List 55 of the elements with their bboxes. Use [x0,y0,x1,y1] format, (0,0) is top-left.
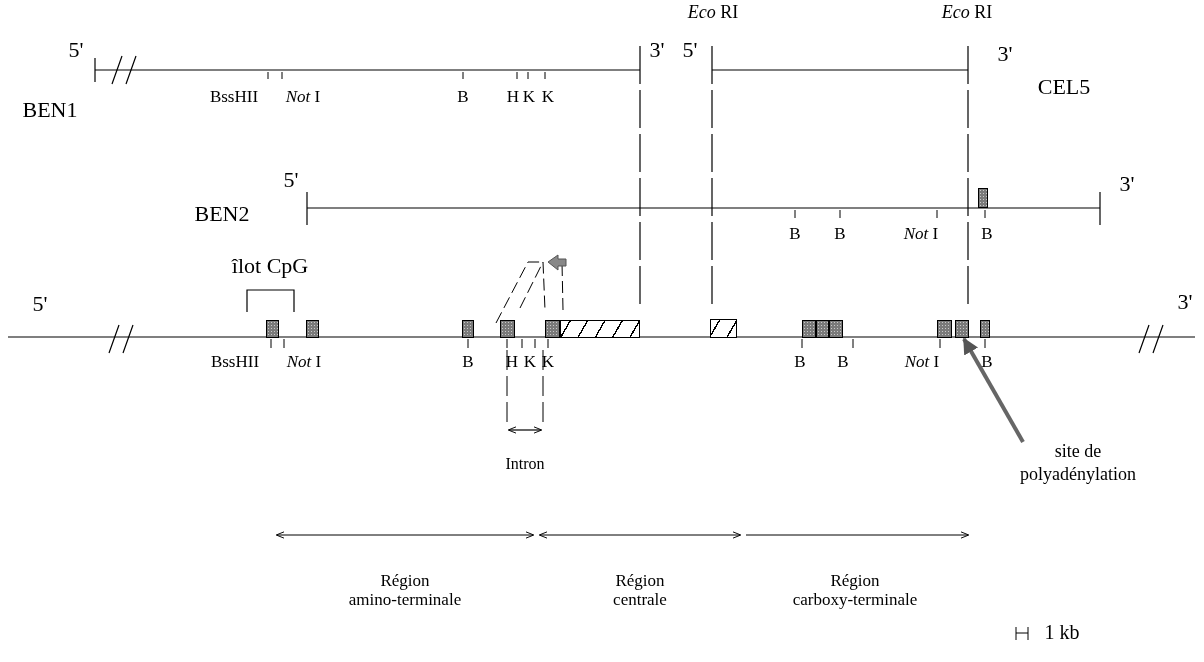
exon-box [816,320,829,338]
hatched-region-box [710,319,737,338]
label: K [522,88,536,107]
label: 5' [68,38,84,63]
label: Intron [505,455,545,473]
label: K [541,353,555,372]
label: H [505,353,519,372]
exon-box [955,320,969,338]
exon-box [306,320,319,338]
label: B [981,225,993,244]
label: BssHII [210,353,260,372]
label: Not I [904,353,940,372]
label: Not I [285,88,321,107]
exon-box [829,320,843,338]
label: B [457,88,469,107]
label: B [834,225,846,244]
label: B [462,353,474,372]
label: H [506,88,520,107]
label: Région centrale [612,572,668,610]
exon-box [978,188,988,208]
exon-box [500,320,515,338]
label: 3' [1119,172,1135,197]
exon-box [462,320,474,338]
label: 3' [1177,290,1193,315]
exon-box [266,320,279,338]
label: Eco RI [687,3,739,23]
hatched-region-box [560,320,640,338]
label: 5' [682,38,698,63]
label: Région amino-terminale [347,572,463,610]
label: B [981,353,993,372]
label: 3' [997,42,1013,67]
label: B [789,225,801,244]
exon-box [802,320,816,338]
arrow [962,337,1025,443]
label: K [523,353,537,372]
label: B [837,353,849,372]
label: BEN2 [194,202,250,227]
exon-box [545,320,560,338]
label: 5' [283,168,299,193]
exon-box [980,320,990,338]
label: Not I [903,225,939,244]
exon-box [937,320,952,338]
callout-text: site de polyadénylation [998,440,1158,485]
label: B [794,353,806,372]
label: BEN1 [22,98,78,123]
label: Eco RI [941,3,993,23]
label: Région carboxy-terminale [791,572,919,610]
label: îlot CpG [231,254,309,279]
label: Not I [286,353,322,372]
label: 3' [649,38,665,63]
label: BssHII [209,88,259,107]
label: CEL5 [1037,75,1091,100]
label: K [541,88,555,107]
label: 1 kb [1044,621,1080,643]
label: 5' [32,292,48,317]
